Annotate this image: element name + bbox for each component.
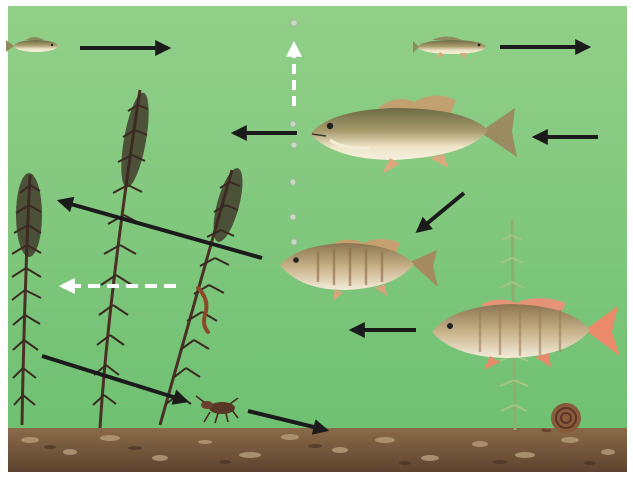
sediment-bottom xyxy=(8,428,627,472)
